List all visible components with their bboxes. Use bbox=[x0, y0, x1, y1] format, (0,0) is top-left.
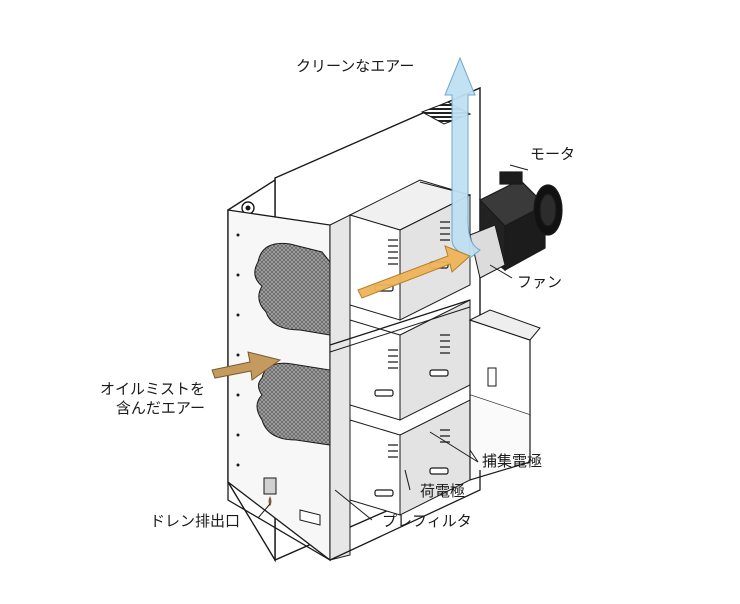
label-clean-air: クリーンなエアー bbox=[296, 57, 415, 75]
internal-flow-arrow bbox=[357, 245, 471, 299]
electrode-coils bbox=[388, 221, 450, 458]
label-inlet-line1: オイルミストを bbox=[99, 380, 205, 398]
label-collector: 捕集電極 bbox=[482, 452, 543, 470]
label-motor: モータ bbox=[530, 145, 576, 163]
prefilter-mesh-upper bbox=[254, 242, 331, 336]
bolts bbox=[236, 233, 240, 467]
clean-air-arrow bbox=[444, 56, 481, 259]
leader-lines bbox=[257, 164, 529, 521]
label-fan: ファン bbox=[517, 273, 563, 291]
fan-housing bbox=[469, 224, 506, 279]
drain-pipe bbox=[263, 477, 277, 506]
label-prefilter: プレフィルタ bbox=[382, 512, 472, 530]
prefilter-mesh-lower bbox=[256, 362, 331, 446]
base bbox=[227, 470, 481, 561]
label-inlet-line2: 含んだエアー bbox=[115, 399, 205, 417]
inlet-arrow bbox=[211, 351, 282, 381]
label-charger: 荷電極 bbox=[420, 482, 466, 500]
label-drain: ドレン排出口 bbox=[150, 512, 241, 530]
